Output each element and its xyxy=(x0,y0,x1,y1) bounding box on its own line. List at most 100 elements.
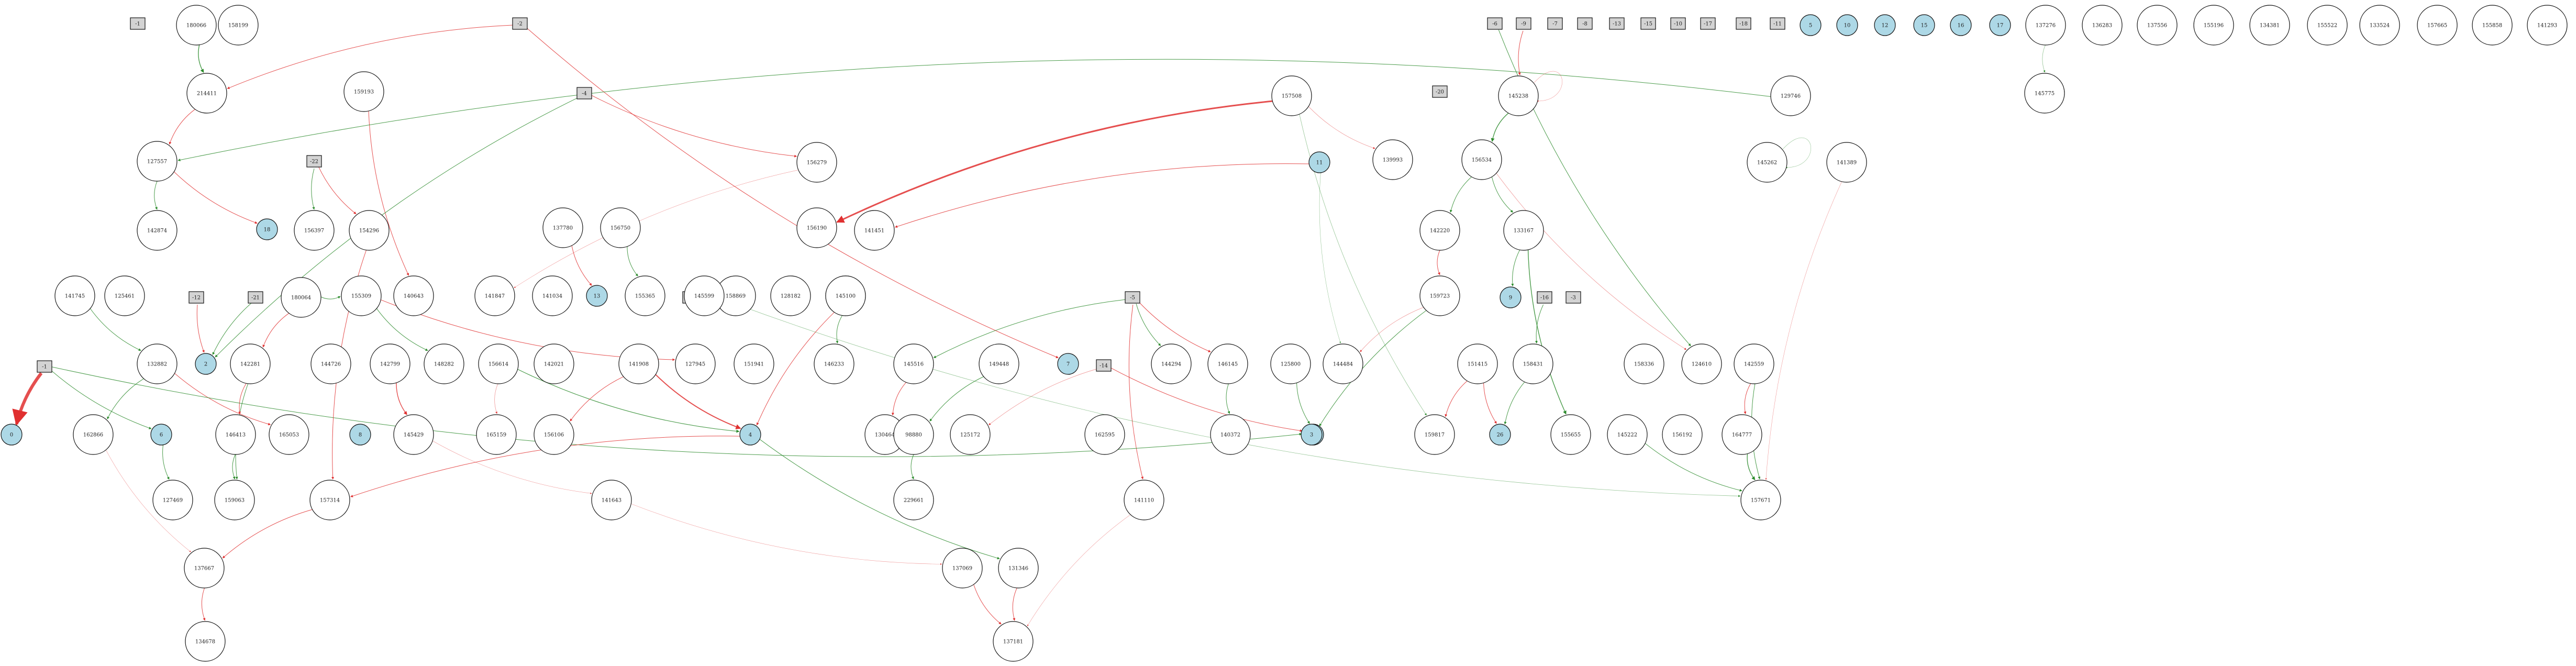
node-b20[interactable]: -20 xyxy=(1432,85,1448,98)
node-n145429[interactable]: 145429 xyxy=(393,414,434,455)
node-b16[interactable]: -16 xyxy=(1537,291,1552,304)
node-n165053[interactable]: 165053 xyxy=(269,414,309,455)
node-n158199[interactable]: 158199 xyxy=(218,5,259,46)
node-n141745[interactable]: 141745 xyxy=(54,275,95,316)
node-n149448[interactable]: 149448 xyxy=(979,343,1019,384)
node-n136283[interactable]: 136283 xyxy=(2082,5,2123,46)
node-b9[interactable]: -9 xyxy=(1516,17,1531,30)
node-b14[interactable]: -14 xyxy=(1096,359,1112,372)
node-b21[interactable]: -21 xyxy=(248,291,263,304)
node-n141643[interactable]: 141643 xyxy=(591,480,632,520)
node-n158431[interactable]: 158431 xyxy=(1513,343,1553,384)
node-n124610[interactable]: 124610 xyxy=(1681,343,1722,384)
node-n141034[interactable]: 141034 xyxy=(532,275,573,316)
node-b8[interactable]: -8 xyxy=(1577,17,1593,30)
node-n134678[interactable]: 134678 xyxy=(185,621,226,662)
node-n145516[interactable]: 145516 xyxy=(893,343,934,384)
node-n156190[interactable]: 156190 xyxy=(796,207,837,248)
node-n142220[interactable]: 142220 xyxy=(1419,210,1460,251)
node-b17[interactable]: -17 xyxy=(1700,17,1716,30)
node-n142559[interactable]: 142559 xyxy=(1734,343,1774,384)
node-n156614[interactable]: 156614 xyxy=(478,343,519,384)
node-b22[interactable]: -22 xyxy=(306,155,322,168)
node-n142281[interactable]: 142281 xyxy=(230,343,271,384)
node-n164777[interactable]: 164777 xyxy=(1722,414,1762,455)
node-i18[interactable]: 18 xyxy=(256,218,278,240)
node-n154296[interactable]: 154296 xyxy=(349,210,390,251)
node-i7[interactable]: 7 xyxy=(1057,353,1079,375)
node-b4[interactable]: -4 xyxy=(576,87,592,99)
node-b10[interactable]: -10 xyxy=(1670,17,1686,30)
node-n156279[interactable]: 156279 xyxy=(796,142,837,183)
node-n133167[interactable]: 133167 xyxy=(1503,210,1544,251)
node-n151941[interactable]: 151941 xyxy=(734,343,774,384)
node-n162866[interactable]: 162866 xyxy=(73,414,114,455)
node-b5[interactable]: -5 xyxy=(1125,291,1140,304)
node-i8[interactable]: 8 xyxy=(349,424,371,446)
node-n142021[interactable]: 142021 xyxy=(534,343,574,384)
node-n141908[interactable]: 141908 xyxy=(618,343,659,384)
node-n141110[interactable]: 141110 xyxy=(1124,480,1164,520)
node-n144484[interactable]: 144484 xyxy=(1323,343,1363,384)
node-n155365[interactable]: 155365 xyxy=(625,275,665,316)
node-b12[interactable]: -12 xyxy=(188,291,204,304)
node-n156534[interactable]: 156534 xyxy=(1461,139,1502,180)
node-n145238[interactable]: 145238 xyxy=(1498,75,1539,116)
node-i2[interactable]: 2 xyxy=(195,353,217,375)
node-n125800[interactable]: 125800 xyxy=(1270,343,1311,384)
node-b1[interactable]: -1 xyxy=(130,17,146,30)
node-n145222[interactable]: 145222 xyxy=(1607,414,1648,455)
node-b15[interactable]: -15 xyxy=(1640,17,1656,30)
node-n151415[interactable]: 151415 xyxy=(1457,343,1498,384)
node-n128182[interactable]: 128182 xyxy=(770,275,811,316)
node-n133524[interactable]: 133524 xyxy=(2359,5,2400,46)
node-n156750[interactable]: 156750 xyxy=(600,207,641,248)
node-n155655[interactable]: 155655 xyxy=(1550,414,1591,455)
node-n140372[interactable]: 140372 xyxy=(1210,414,1251,455)
node-n180064[interactable]: 180064 xyxy=(281,277,321,318)
node-b7[interactable]: -7 xyxy=(1547,17,1563,30)
node-n141293[interactable]: 141293 xyxy=(2527,5,2568,46)
node-i0[interactable]: 0 xyxy=(1,424,23,446)
node-n137181[interactable]: 137181 xyxy=(993,621,1034,662)
node-n127469[interactable]: 127469 xyxy=(152,480,193,520)
node-n156192[interactable]: 156192 xyxy=(1662,414,1703,455)
node-n157314[interactable]: 157314 xyxy=(309,480,350,520)
node-n145599[interactable]: 145599 xyxy=(684,275,725,316)
node-b18[interactable]: -18 xyxy=(1736,17,1751,30)
node-n145100[interactable]: 145100 xyxy=(825,275,866,316)
node-n142799[interactable]: 142799 xyxy=(370,343,410,384)
node-n125172[interactable]: 125172 xyxy=(950,414,991,455)
node-b6[interactable]: -6 xyxy=(1487,17,1503,30)
node-i17[interactable]: 17 xyxy=(1989,14,2011,36)
node-n156106[interactable]: 156106 xyxy=(534,414,574,455)
node-n159193[interactable]: 159193 xyxy=(343,71,384,112)
node-i26[interactable]: 26 xyxy=(1489,424,1511,446)
node-n157508[interactable]: 157508 xyxy=(1271,75,1312,116)
node-n137276[interactable]: 137276 xyxy=(2025,5,2066,46)
node-i9[interactable]: 9 xyxy=(1500,286,1522,308)
node-n141847[interactable]: 141847 xyxy=(474,275,515,316)
node-n127945[interactable]: 127945 xyxy=(675,343,716,384)
node-n131346[interactable]: 131346 xyxy=(998,548,1039,589)
node-i13[interactable]: 13 xyxy=(586,285,608,307)
node-b3[interactable]: -3 xyxy=(1565,291,1581,304)
node-n127557[interactable]: 127557 xyxy=(137,141,177,182)
node-n146413[interactable]: 146413 xyxy=(215,414,256,455)
node-i4[interactable]: 4 xyxy=(739,424,761,446)
node-n98880[interactable]: 98880 xyxy=(893,414,934,455)
node-n155309[interactable]: 155309 xyxy=(341,275,382,316)
node-i12[interactable]: 12 xyxy=(1874,14,1896,36)
node-n229661[interactable]: 229661 xyxy=(893,480,934,520)
node-n137780[interactable]: 137780 xyxy=(542,207,583,248)
node-n137556[interactable]: 137556 xyxy=(2137,5,2178,46)
node-i16[interactable]: 16 xyxy=(1950,14,1972,36)
node-n144726[interactable]: 144726 xyxy=(310,343,351,384)
node-b1b[interactable]: -1 xyxy=(37,360,52,373)
node-n162595[interactable]: 162595 xyxy=(1084,414,1125,455)
node-n145262[interactable]: 145262 xyxy=(1747,142,1787,183)
node-n145775[interactable]: 145775 xyxy=(2024,73,2065,114)
node-n125461[interactable]: 125461 xyxy=(104,275,145,316)
node-n137069[interactable]: 137069 xyxy=(942,548,983,589)
node-n158336[interactable]: 158336 xyxy=(1624,343,1664,384)
